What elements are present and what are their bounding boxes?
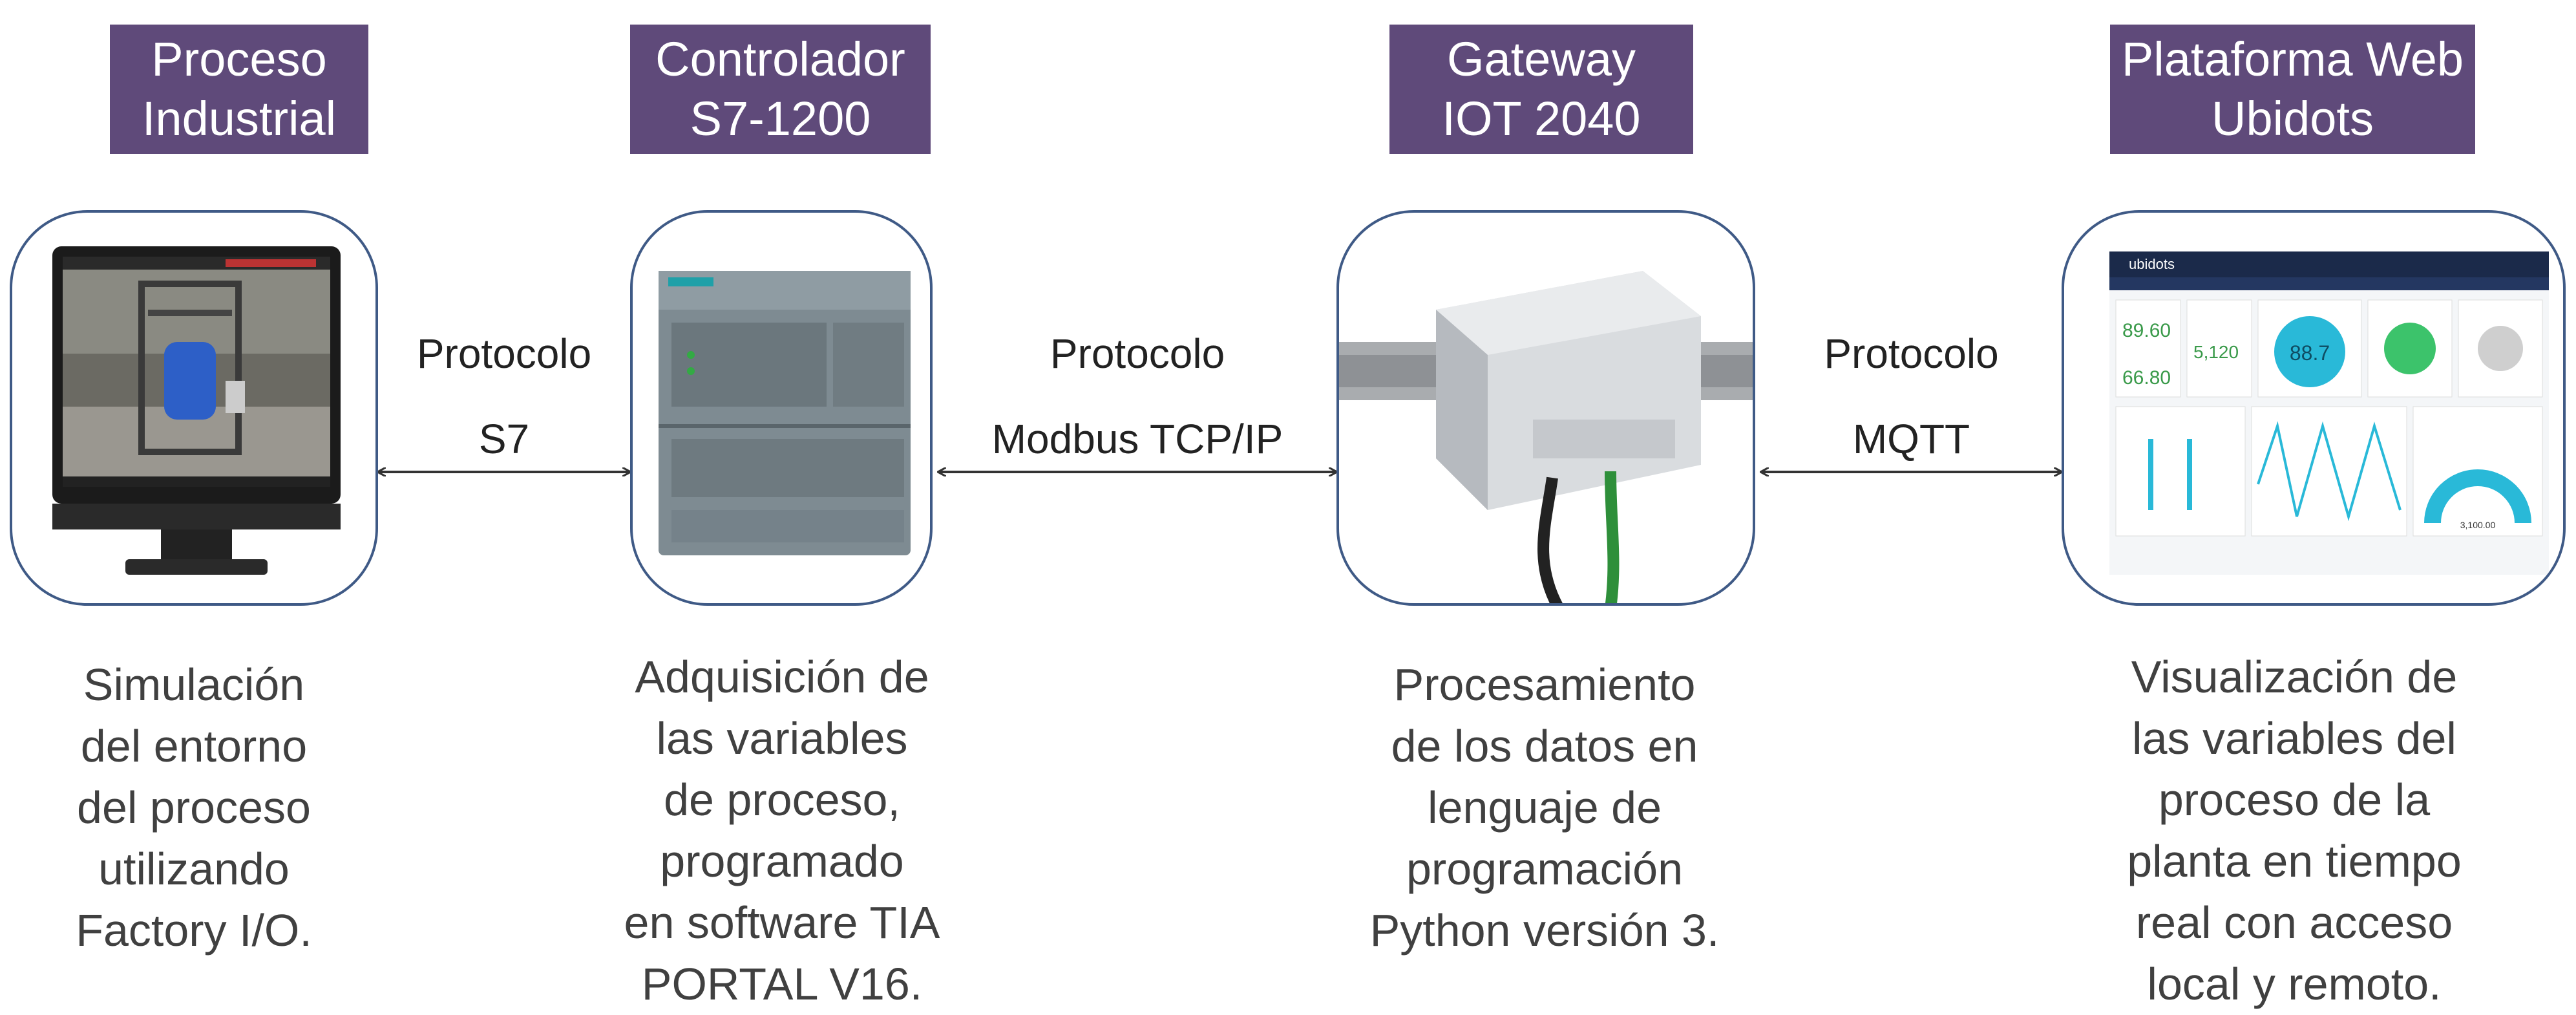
caption-gateway: Procesamiento de los datos en lenguaje d… xyxy=(1344,654,1745,961)
caption-line: en software TIA xyxy=(624,897,940,948)
dashboard-icon: 89.60 66.80 5,120 88.7 3,100.00 ubidots xyxy=(2109,251,2549,575)
caption-line: Adquisición de xyxy=(635,652,929,702)
header-line: Gateway xyxy=(1446,32,1636,86)
caption-line: Python versión 3. xyxy=(1369,905,1720,956)
caption-line: las variables del xyxy=(2132,713,2456,764)
header-line: IOT 2040 xyxy=(1442,92,1641,145)
caption-line: las variables xyxy=(656,713,908,764)
caption-line: de los datos en xyxy=(1391,721,1698,771)
caption-line: programado xyxy=(660,836,904,886)
caption-line: del proceso xyxy=(77,782,311,833)
device-box-monitor xyxy=(10,210,378,606)
caption-line: utilizando xyxy=(98,844,290,894)
caption-controlador: Adquisición de las variables de proceso,… xyxy=(591,646,973,1015)
header-line: Plataforma Web xyxy=(2121,32,2464,86)
header-line: Proceso xyxy=(151,32,327,86)
protocol-line: MQTT xyxy=(1852,416,1970,462)
protocol-line: Protocolo xyxy=(416,330,592,377)
header-line: Controlador xyxy=(655,32,905,86)
protocol-line: Protocolo xyxy=(1050,330,1225,377)
plc-icon xyxy=(659,271,911,555)
protocol-mqtt: Protocolo MQTT xyxy=(1761,330,2062,463)
caption-plataforma: Visualización de las variables del proce… xyxy=(2100,646,2488,1015)
header-line: Industrial xyxy=(142,92,337,145)
caption-line: Procesamiento xyxy=(1393,659,1696,710)
dashboard-value: 66.80 xyxy=(2122,367,2171,389)
caption-line: programación xyxy=(1406,844,1683,894)
header-line: Ubidots xyxy=(2212,92,2374,145)
protocol-s7: Protocolo S7 xyxy=(378,330,630,463)
caption-line: local y remoto. xyxy=(2147,959,2442,1009)
caption-proceso: Simulación del entorno del proceso utili… xyxy=(39,654,349,961)
dashboard-value: 5,120 xyxy=(2193,342,2239,362)
dashboard-value: 88.7 xyxy=(2290,341,2330,365)
header-gateway: Gateway IOT 2040 xyxy=(1389,25,1693,154)
caption-line: de proceso, xyxy=(664,775,900,825)
header-plataforma-web: Plataforma Web Ubidots xyxy=(2110,25,2475,154)
gateway-icon xyxy=(1339,271,1753,603)
dashboard-value: 89.60 xyxy=(2122,320,2171,341)
dashboard-brand: ubidots xyxy=(2129,256,2175,272)
device-box-plc xyxy=(630,210,933,606)
caption-line: planta en tiempo xyxy=(2127,836,2462,886)
caption-line: Simulación xyxy=(83,659,305,710)
caption-line: lenguaje de xyxy=(1428,782,1662,833)
header-controlador: Controlador S7-1200 xyxy=(630,25,931,154)
caption-line: Visualización de xyxy=(2131,652,2458,702)
caption-line: proceso de la xyxy=(2158,775,2431,825)
monitor-icon xyxy=(52,246,341,575)
protocol-line: Protocolo xyxy=(1824,330,1999,377)
device-box-dashboard: 89.60 66.80 5,120 88.7 3,100.00 ubidots xyxy=(2062,210,2566,606)
caption-line: real con acceso xyxy=(2135,897,2453,948)
caption-line: PORTAL V16. xyxy=(641,959,923,1009)
header-proceso-industrial: Proceso Industrial xyxy=(110,25,368,154)
caption-line: Factory I/O. xyxy=(76,905,312,956)
protocol-modbus: Protocolo Modbus TCP/IP xyxy=(938,330,1336,463)
caption-line: del entorno xyxy=(80,721,308,771)
header-line: S7-1200 xyxy=(690,92,871,145)
dashboard-value: 3,100.00 xyxy=(2460,520,2496,530)
protocol-line: S7 xyxy=(478,416,530,462)
device-box-gateway xyxy=(1336,210,1755,606)
protocol-line: Modbus TCP/IP xyxy=(991,416,1283,462)
